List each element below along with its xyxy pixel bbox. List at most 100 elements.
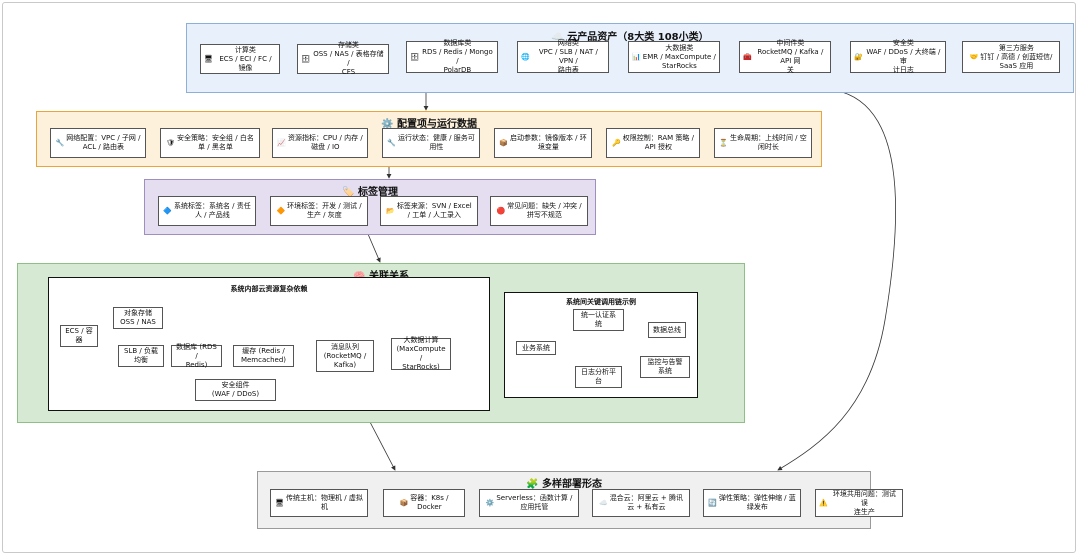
- asset-bigdata: 📊大数据类 EMR / MaxCompute / StarRocks: [628, 41, 720, 73]
- node-oss-label: 对象存储 OSS / NAS: [120, 309, 156, 326]
- node-mq: 消息队列 (RocketMQ / Kafka): [316, 340, 374, 372]
- blue-diamond-icon: 🔷: [163, 206, 172, 215]
- asset-middleware-label: 中间件类 RocketMQ / Kafka / API 网 关: [757, 39, 824, 74]
- edge-tags-relations: [367, 233, 381, 263]
- deploy-elastic-label: 弹性策略：弹性伸缩 / 蓝 绿发布: [718, 494, 796, 511]
- node-biz-label: 业务系统: [522, 343, 550, 352]
- asset-storage: 🗄存储类 OSS / NAS / 表格存储 / CFS: [297, 41, 389, 76]
- node-db: 数据库 (RDS / Redis): [171, 342, 222, 369]
- wrench-icon: 🔧: [387, 138, 396, 147]
- config-lifecycle: ⏳生命周期：上线时间 / 空 闲时长: [714, 128, 812, 158]
- config-lifecycle-label: 生命周期：上线时间 / 空 闲时长: [729, 134, 807, 151]
- node-bus: 数据总线: [648, 322, 686, 338]
- tag-environment-label: 环境标签：开发 / 测试 / 生产 / 灰度: [287, 202, 362, 219]
- orange-diamond-icon: 🔶: [276, 206, 286, 215]
- cloud-icon: ☁️: [598, 498, 608, 507]
- node-auth: 统一认证系 统: [573, 309, 624, 331]
- shield-icon: 🛡: [166, 138, 176, 147]
- asset-security-label: 安全类 WAF / DDoS / 大终端 / 审 计日志: [866, 39, 941, 74]
- asset-security: 🔐安全类 WAF / DDoS / 大终端 / 审 计日志: [850, 39, 946, 74]
- node-mon-label: 监控与告警 系统: [647, 358, 683, 375]
- internal-deps-title: 系统内部云资源复杂依赖: [230, 285, 308, 293]
- lock-icon: 🔐: [854, 52, 863, 61]
- config-permission-label: 权限控制：RAM 策略 / API 授权: [622, 134, 694, 151]
- node-bigdata-label: 大数据计算 (MaxCompute / StarRocks): [396, 336, 446, 371]
- monitor-icon: 🖥: [275, 498, 285, 507]
- asset-database-label: 数据库类 RDS / Redis / Mongo / PolarDB: [422, 39, 493, 74]
- node-mq-label: 消息队列 (RocketMQ / Kafka): [323, 342, 367, 369]
- tags-title: 🏷️ 标签管理: [342, 187, 398, 198]
- database-icon: 🗄: [410, 52, 419, 61]
- relations-title: 🧠 关联关系: [18, 267, 744, 282]
- warning-icon: ⚠️: [819, 498, 828, 507]
- config-title: ⚙️ 配置项与运行数据: [381, 119, 477, 130]
- deploy-shared-env-label: 环境共用问题：测试误 连生产: [832, 489, 896, 516]
- tag-source-label: 标签来源：SVN / Excel / 工单 / 人工录入: [396, 202, 472, 219]
- node-slb-label: SLB / 负载 均衡: [124, 347, 158, 364]
- asset-thirdparty-label: 第三方服务 钉钉 / 高德 / 创蓝短信/ SaaS 应用: [980, 43, 1053, 70]
- asset-thirdparty: 🤝第三方服务 钉钉 / 高德 / 创蓝短信/ SaaS 应用: [962, 41, 1060, 73]
- edge-assets-deploy: [777, 91, 897, 471]
- key-icon: 🔑: [612, 138, 621, 147]
- asset-compute: 🖥计算类 ECS / ECI / FC / 镜像: [200, 44, 280, 74]
- node-bigdata: 大数据计算 (MaxCompute / StarRocks): [391, 336, 451, 371]
- config-permission: 🔑权限控制：RAM 策略 / API 授权: [606, 128, 700, 158]
- assets-title: ☁️ 云产品资产（8大类 108小类）: [551, 32, 709, 43]
- package-icon: 📦: [399, 498, 409, 507]
- asset-middleware: 🧰 中间件类 RocketMQ / Kafka / API 网 关: [739, 39, 831, 74]
- asset-storage-label: 存储类 OSS / NAS / 表格存储 / CFS: [313, 41, 384, 76]
- config-network: 🔧网络配置：VPC / 子网 / ACL / 路由表: [50, 128, 146, 158]
- cabinet-icon: 🗄: [301, 54, 310, 63]
- node-mon: 监控与告警 系统: [640, 356, 690, 378]
- wrench-icon: 🔧: [55, 138, 65, 147]
- monitor-icon: 🖥: [204, 54, 213, 63]
- asset-bigdata-label: 大数据类 EMR / MaxCompute / StarRocks: [642, 43, 716, 70]
- deploy-serverless: ⚙️Serverless：函数计算 / 应用托管: [479, 489, 579, 517]
- package-icon: 📦: [499, 138, 508, 147]
- tag-problems: 🔴常见问题：缺失 / 冲突 / 拼写不规范: [490, 196, 588, 226]
- gear-icon: ⚙️: [485, 498, 495, 507]
- node-biz: 业务系统: [516, 341, 556, 355]
- node-log-label: 日志分析平 台: [581, 368, 616, 385]
- node-oss: 对象存储 OSS / NAS: [113, 307, 163, 329]
- node-db-label: 数据库 (RDS / Redis): [176, 342, 217, 369]
- config-metrics-label: 资源指标：CPU / 内存 / 磁盘 / IO: [288, 134, 363, 151]
- tag-system: 🔷系统标签：系统名 / 责任 人 / 产品线: [158, 196, 256, 226]
- deploy-hybrid: ☁️混合云：阿里云 + 腾讯 云 + 私有云: [592, 489, 690, 517]
- node-sec: 安全组件 (WAF / DDoS): [195, 379, 276, 401]
- node-cache-label: 缓存 (Redis / Memcached): [240, 347, 287, 364]
- node-ecs-label: ECS / 容 器: [65, 327, 93, 344]
- config-metrics: 📈资源指标：CPU / 内存 / 磁盘 / IO: [272, 128, 368, 158]
- deploy-elastic: 🔄弹性策略：弹性伸缩 / 蓝 绿发布: [703, 489, 801, 517]
- line-chart-icon: 📈: [277, 138, 287, 147]
- config-startup-label: 启动参数：镜像版本 / 环 境变量: [509, 134, 587, 151]
- node-bus-label: 数据总线: [653, 325, 681, 334]
- asset-network: 🌐 网络类 VPC / SLB / NAT / VPN / 路由表: [517, 39, 609, 74]
- config-security-label: 安全策略：安全组 / 白名 单 / 黑名单: [177, 134, 254, 151]
- bar-chart-icon: 📊: [632, 52, 641, 61]
- deploy-serverless-label: Serverless：函数计算 / 应用托管: [496, 494, 573, 511]
- deploy-host-label: 传统主机：物理机 / 虚拟 机: [286, 494, 363, 511]
- folder-icon: 📂: [386, 206, 395, 215]
- asset-network-label: 网络类 VPC / SLB / NAT / VPN / 路由表: [538, 39, 598, 74]
- globe-icon: 🌐: [521, 52, 530, 61]
- node-sec-label: 安全组件 (WAF / DDoS): [211, 381, 260, 398]
- node-slb: SLB / 负载 均衡: [118, 345, 164, 367]
- tag-source: 📂标签来源：SVN / Excel / 工单 / 人工录入: [380, 196, 478, 226]
- deploy-container: 📦容器：K8s / Docker: [383, 489, 465, 517]
- deploy-hybrid-label: 混合云：阿里云 + 腾讯 云 + 私有云: [609, 494, 684, 511]
- deploy-title: 🧩 多样部署形态: [526, 479, 602, 490]
- refresh-icon: 🔄: [708, 498, 717, 507]
- toolbox-icon: 🧰: [743, 52, 752, 61]
- call-chain-title: 系统间关键调用链示例: [566, 298, 636, 306]
- edge-relations-deploy: [369, 421, 396, 471]
- hourglass-icon: ⏳: [719, 138, 728, 147]
- node-log: 日志分析平 台: [575, 366, 622, 388]
- tag-system-label: 系统标签：系统名 / 责任 人 / 产品线: [173, 202, 251, 219]
- tag-problems-label: 常见问题：缺失 / 冲突 / 拼写不规范: [507, 202, 582, 219]
- config-status-label: 运行状态：健康 / 服务可 用性: [397, 134, 475, 151]
- node-cache: 缓存 (Redis / Memcached): [233, 345, 294, 367]
- deploy-host: 🖥传统主机：物理机 / 虚拟 机: [270, 489, 368, 517]
- deploy-container-label: 容器：K8s / Docker: [410, 494, 449, 511]
